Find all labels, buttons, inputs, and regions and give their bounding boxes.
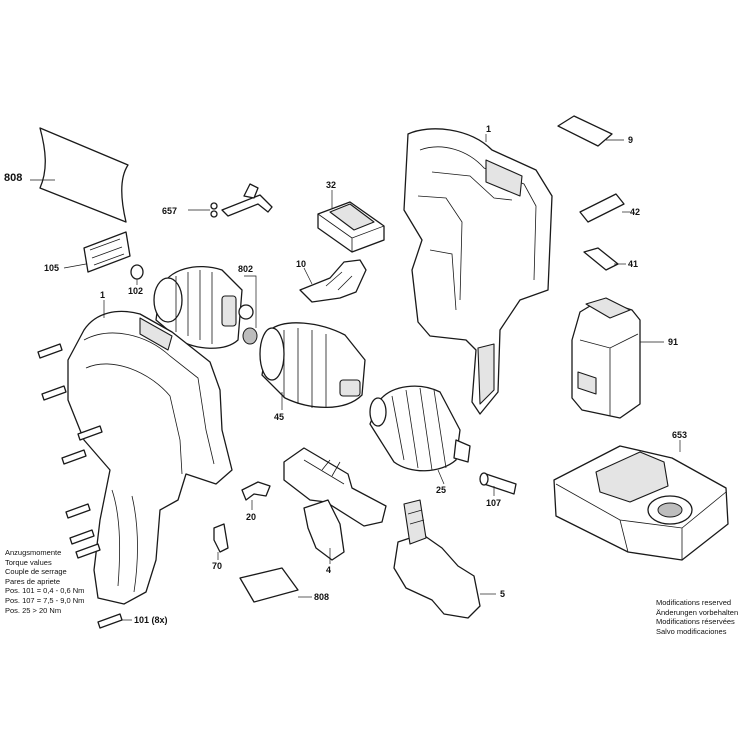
part-102-plug	[130, 264, 144, 285]
label-1-left: 1	[100, 290, 106, 300]
part-41-label	[583, 247, 626, 271]
label-808-bottom: 808	[314, 592, 330, 602]
label-32: 32	[326, 180, 337, 190]
torque-note-line: Anzugsmomente	[5, 548, 62, 557]
label-5: 5	[500, 589, 506, 599]
part-802-motor	[153, 266, 258, 349]
part-653-charger	[553, 440, 729, 561]
label-20: 20	[246, 512, 257, 522]
label-657: 657	[162, 206, 178, 216]
torque-note-line: Pares de apriete	[5, 576, 61, 586]
modifications-note-line: Änderungen vorbehalten	[656, 607, 739, 617]
label-4: 4	[326, 565, 332, 575]
label-101-8x: 101 (8x)	[134, 615, 168, 625]
torque-note-line: Torque values	[5, 557, 52, 567]
part-5-battery-interface	[393, 499, 496, 619]
torque-note-line: Pos. 25 > 20 Nm	[5, 605, 62, 615]
label-9: 9	[628, 135, 634, 145]
part-10-slide	[299, 259, 367, 303]
part-45-gearbox	[259, 322, 366, 410]
part-4-switch-electronics	[283, 447, 387, 564]
part-42-label	[579, 193, 630, 223]
part-20-clip	[241, 481, 271, 510]
modifications-note-line: Modifications reserved	[656, 598, 732, 607]
modifications-reserved-note: Modifications reserved Änderungen vorbeh…	[656, 598, 738, 636]
torque-note-line: Pos. 101 = 0,4 - 0,6 Nm	[5, 586, 85, 596]
label-41: 41	[628, 259, 639, 269]
label-1-top: 1	[486, 124, 492, 134]
part-25-chuck	[369, 385, 471, 485]
label-808-top: 808	[4, 172, 23, 184]
label-105: 105	[44, 263, 60, 273]
part-101-screws	[37, 343, 132, 629]
part-808-label-bottom	[239, 567, 312, 603]
part-105-nameplate	[63, 231, 131, 273]
part-70-clip	[213, 523, 229, 560]
label-70: 70	[212, 561, 223, 571]
modifications-note-line: Modifications réservées	[656, 617, 735, 627]
part-1-housing-right	[403, 128, 553, 415]
modifications-note-line: Salvo modificaciones	[656, 626, 727, 636]
part-1-housing-left	[67, 300, 233, 605]
label-45: 45	[274, 412, 285, 422]
part-32-switch-cap	[317, 190, 385, 253]
part-107-screw	[479, 472, 517, 496]
part-91-battery	[571, 297, 664, 419]
label-91: 91	[668, 337, 679, 347]
part-9-label	[557, 115, 624, 147]
label-10: 10	[296, 259, 307, 269]
part-657-clip	[188, 183, 273, 218]
torque-note-line: Pos. 107 = 7,5 - 9,0 Nm	[5, 595, 85, 605]
label-42: 42	[630, 207, 641, 217]
label-802: 802	[238, 264, 254, 274]
label-102: 102	[128, 286, 144, 296]
label-107: 107	[486, 498, 502, 508]
part-808-label-sheet	[30, 127, 129, 223]
label-25: 25	[436, 485, 447, 495]
label-653: 653	[672, 430, 688, 440]
torque-note-line: Couple de serrage	[5, 567, 67, 577]
torque-values-note: Anzugsmomente Torque values Couple de se…	[5, 548, 84, 615]
